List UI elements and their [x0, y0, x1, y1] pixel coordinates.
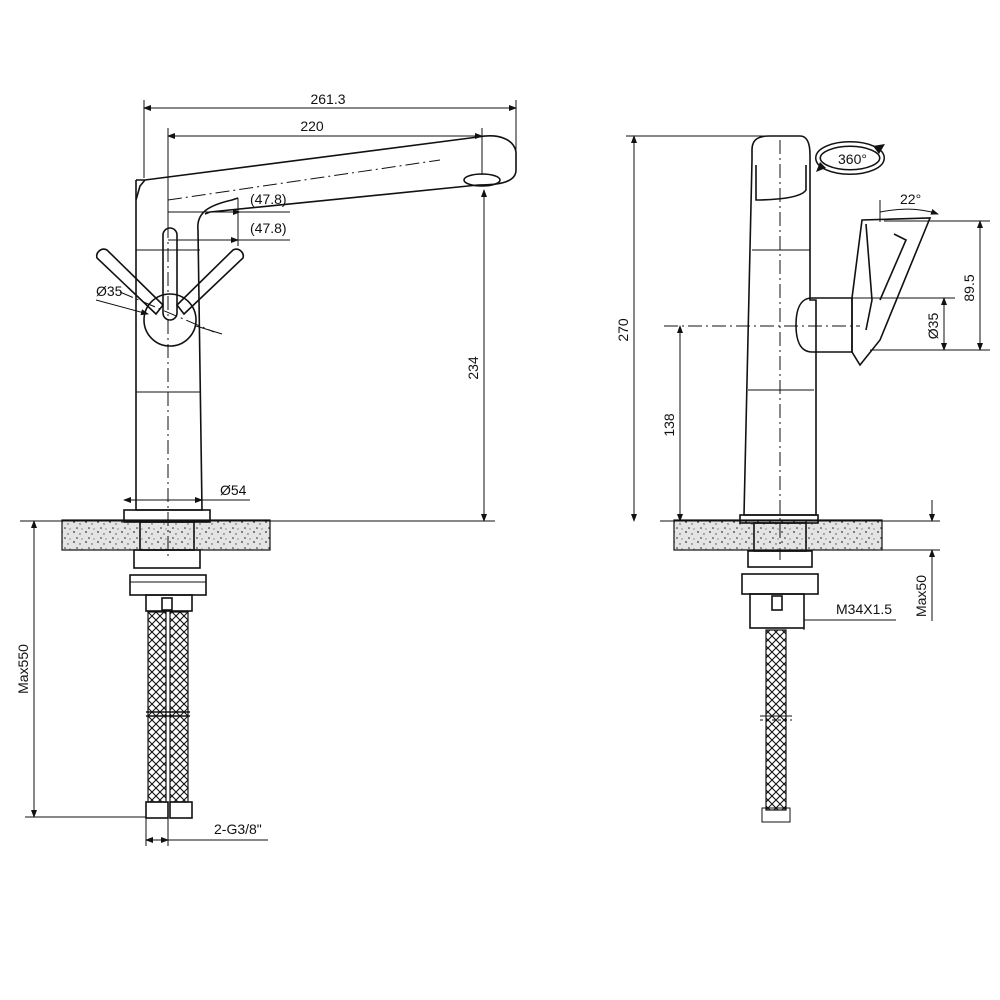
dim-overall-length: 261.3 [310, 91, 345, 107]
front-countertop [61, 519, 271, 551]
side-handle-cartridge [795, 297, 853, 353]
front-hose-left [147, 611, 167, 803]
front-faucet-body [135, 180, 239, 511]
dim-total-height: 270 [615, 318, 631, 342]
dim-handle-axis-height: 138 [661, 413, 677, 437]
rotation-360-icon [815, 141, 885, 175]
dim-handle-offset-1: (47.8) [250, 191, 287, 207]
front-hose-right [169, 611, 189, 803]
dim-base-diameter: Ø54 [220, 482, 247, 498]
dim-max-counter: Max50 [913, 575, 929, 617]
front-handle-hub [143, 293, 197, 347]
side-handle-lever [851, 217, 932, 367]
dim-hose-thread: 2-G3/8" [214, 821, 262, 837]
front-view: 261.3 220 (47.8) (47.8) Ø35 234 Ø54 Max5… [15, 91, 517, 846]
dim-handle-height: 89.5 [961, 274, 977, 301]
dim-spout-height: 234 [465, 356, 481, 380]
dim-thread: M34X1.5 [836, 601, 892, 617]
side-faucet-body [743, 135, 817, 516]
dim-max-hose: Max550 [15, 644, 31, 694]
dim-handle-offset-2: (47.8) [250, 220, 287, 236]
dim-spout-reach: 220 [300, 118, 324, 134]
dim-handle-diameter: Ø35 [96, 283, 123, 299]
side-countertop [673, 519, 883, 551]
side-view: 360° 270 138 22° 89.5 Ø35 Max50 M34X1.5 [615, 135, 990, 823]
dim-side-handle-diameter: Ø35 [925, 313, 941, 340]
dim-rotation: 360° [838, 151, 867, 167]
dim-angle: 22° [900, 191, 921, 207]
